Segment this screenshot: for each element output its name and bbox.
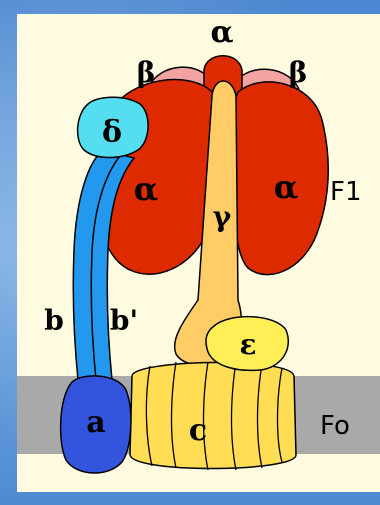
label-a: a xyxy=(86,405,105,440)
label-fo: Fo xyxy=(320,411,350,441)
label-b-prime: b' xyxy=(110,304,138,337)
c-ring xyxy=(130,362,296,470)
label-gamma: γ xyxy=(213,200,232,233)
label-alpha-right: α xyxy=(274,168,299,206)
label-beta-right: β xyxy=(289,56,308,89)
label-c: c xyxy=(189,413,207,448)
label-alpha-top: α xyxy=(210,15,233,50)
label-alpha-left: α xyxy=(134,170,159,208)
label-epsilon: ε xyxy=(239,328,256,361)
label-beta-left: β xyxy=(137,56,156,89)
label-f1: F1 xyxy=(330,177,362,207)
label-b: b xyxy=(44,304,64,337)
label-delta: δ xyxy=(102,115,122,150)
